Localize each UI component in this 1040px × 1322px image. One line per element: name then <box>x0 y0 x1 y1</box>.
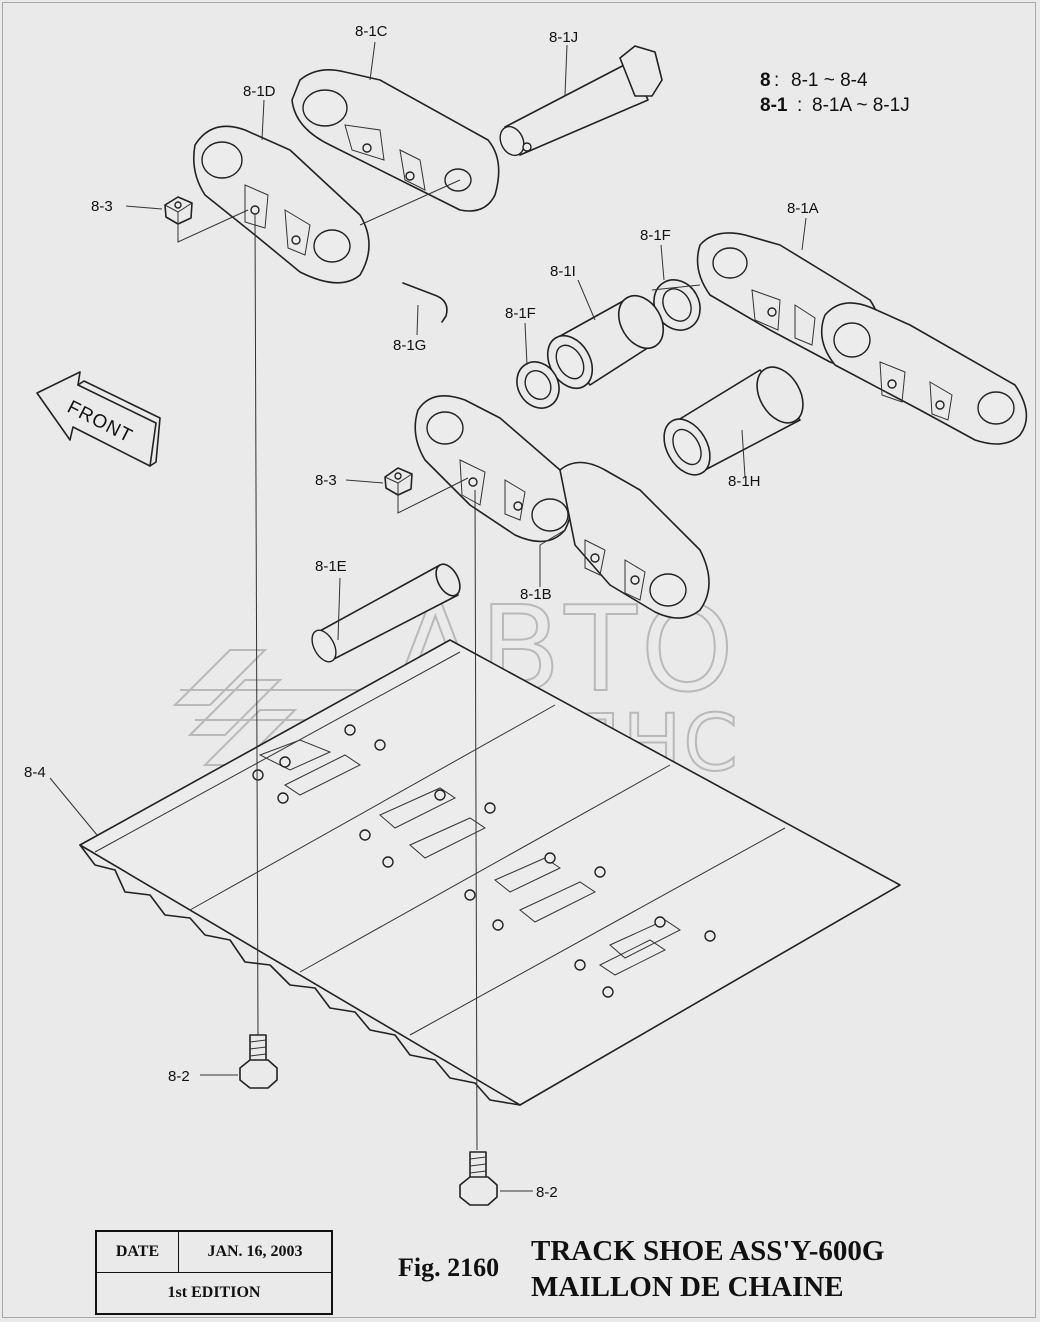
note-1-range: 8-1 ~ 8-4 <box>791 70 868 91</box>
label-8-1i: 8-1I <box>550 263 576 280</box>
note-2-range: 8-1A ~ 8-1J <box>812 95 910 116</box>
label-8-2-bottom: 8-2 <box>536 1184 558 1201</box>
front-direction-arrow: FRONT <box>36 371 161 467</box>
link-8-1a-pair <box>820 302 1028 445</box>
label-8-3-mid: 8-3 <box>315 472 337 489</box>
label-8-4: 8-4 <box>24 764 46 781</box>
leader-lines <box>49 41 807 1192</box>
label-8-1a: 8-1A <box>787 200 819 217</box>
date-label: DATE <box>97 1232 179 1273</box>
seal-8-1f-left <box>516 361 560 409</box>
link-8-1b <box>414 394 573 543</box>
bolt-8-2-left <box>239 1034 278 1089</box>
title-block: DATE JAN. 16, 2003 1st EDITION <box>95 1230 333 1315</box>
bushing-8-1h <box>663 366 804 476</box>
label-8-1c: 8-1C <box>355 23 388 40</box>
note-1-key: 8 <box>760 70 771 91</box>
date-value: JAN. 16, 2003 <box>179 1232 331 1273</box>
figure-number: Fig. 2160 <box>398 1253 500 1282</box>
cotter-pin-8-1g <box>402 282 448 323</box>
label-8-1j: 8-1J <box>549 29 578 46</box>
link-8-1c <box>291 69 500 212</box>
label-8-1g: 8-1G <box>393 337 426 354</box>
label-8-3-top: 8-3 <box>91 198 113 215</box>
track-shoe-plate-8-4 <box>79 639 901 1106</box>
pin-8-1j <box>499 45 663 157</box>
label-8-1e: 8-1E <box>315 558 347 575</box>
note-2-key: 8-1 <box>760 95 788 116</box>
label-8-1h: 8-1H <box>728 473 761 490</box>
label-8-1f-left: 8-1F <box>505 305 536 322</box>
note-2-sep: : <box>797 95 802 116</box>
note-1-sep: : <box>774 70 779 91</box>
label-8-1f-top: 8-1F <box>640 227 671 244</box>
bolt-8-2-bottom <box>459 1151 498 1206</box>
edition-label: 1st EDITION <box>167 1283 261 1301</box>
figure-title-french: MAILLON DE CHAINE <box>531 1271 844 1303</box>
pin-8-1e <box>311 563 461 663</box>
figure-title-english: TRACK SHOE ASS'Y-600G <box>531 1235 885 1267</box>
label-8-1d: 8-1D <box>243 83 276 100</box>
nut-8-3-mid <box>384 467 413 496</box>
link-8-1d <box>192 125 370 284</box>
link-8-1b-pair <box>559 461 710 619</box>
bushing-8-1i <box>546 294 665 390</box>
assembly-note: 8 : 8-1 ~ 8-4 8-1 : 8-1A ~ 8-1J <box>760 70 910 116</box>
label-8-1b: 8-1B <box>520 586 552 603</box>
nut-8-3-top <box>164 196 193 225</box>
label-8-2-left: 8-2 <box>168 1068 190 1085</box>
seal-8-1f-top <box>653 279 701 331</box>
